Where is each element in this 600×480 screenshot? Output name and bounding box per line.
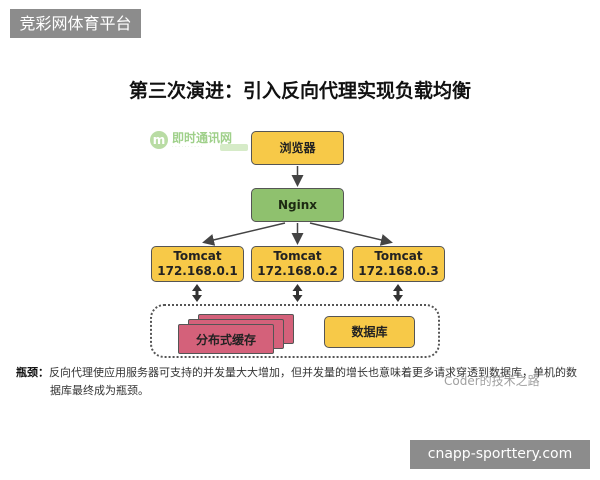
caption-line-2: 据库最终成为瓶颈。 <box>50 384 149 397</box>
caption-label: 瓶颈： <box>16 366 49 379</box>
footer-domain-badge[interactable]: cnapp-sporttery.com <box>410 440 590 469</box>
arrow-nginx-to-tomcat-3 <box>309 222 393 246</box>
logo-mark-icon: m <box>150 131 168 149</box>
nginx-label: Nginx <box>277 197 318 212</box>
tomcat-node-1: Tomcat 172.168.0.1 <box>151 246 244 282</box>
cache-sheet-front: 分布式缓存 <box>178 324 274 354</box>
tomcat-ip: 172.168.0.3 <box>358 264 439 278</box>
site-badge[interactable]: 竞彩网体育平台 <box>10 9 141 38</box>
tomcat-name: Tomcat <box>374 249 423 263</box>
double-arrow-tomcat-1-storage <box>192 284 202 302</box>
database-node: 数据库 <box>324 316 415 348</box>
double-arrow-tomcat-3-storage <box>393 284 403 302</box>
caption: 瓶颈：反向代理使应用服务器可支持的并发量大大增加，但并发量的增长也意味着更多请求… <box>16 364 586 400</box>
logo-subtitle-decoration: · · · · · · · · · · <box>172 144 203 150</box>
watermark: Coder的技术之路 <box>444 374 540 388</box>
tomcat-name: Tomcat <box>273 249 322 263</box>
caption-line-1: 反向代理使应用服务器可支持的并发量大大增加，但并发量的增长也意味着更多请求穿透到… <box>49 366 577 379</box>
database-label: 数据库 <box>351 324 388 339</box>
distributed-cache-node: 分布式缓存 <box>178 314 298 354</box>
arrow-nginx-to-tomcat-1 <box>202 222 286 246</box>
browser-label: 浏览器 <box>279 140 316 155</box>
tomcat-name: Tomcat <box>173 249 222 263</box>
storage-group <box>150 304 440 358</box>
tomcat-node-3: Tomcat 172.168.0.3 <box>352 246 445 282</box>
logo-name: 即时通讯网 <box>172 131 233 145</box>
tomcat-ip: 172.168.0.2 <box>257 264 338 278</box>
double-arrow-tomcat-2-storage <box>292 284 303 302</box>
browser-node: 浏览器 <box>251 131 344 165</box>
nginx-node: Nginx <box>251 188 344 222</box>
tomcat-ip: 172.168.0.1 <box>157 264 238 278</box>
tomcat-node-2: Tomcat 172.168.0.2 <box>251 246 344 282</box>
logo-tag-decoration <box>220 144 248 151</box>
cache-label: 分布式缓存 <box>195 332 256 347</box>
diagram-title: 第三次演进：引入反向代理实现负载均衡 <box>128 80 471 102</box>
logo: m 即时通讯网 · · · · · · · · · · <box>150 129 250 155</box>
